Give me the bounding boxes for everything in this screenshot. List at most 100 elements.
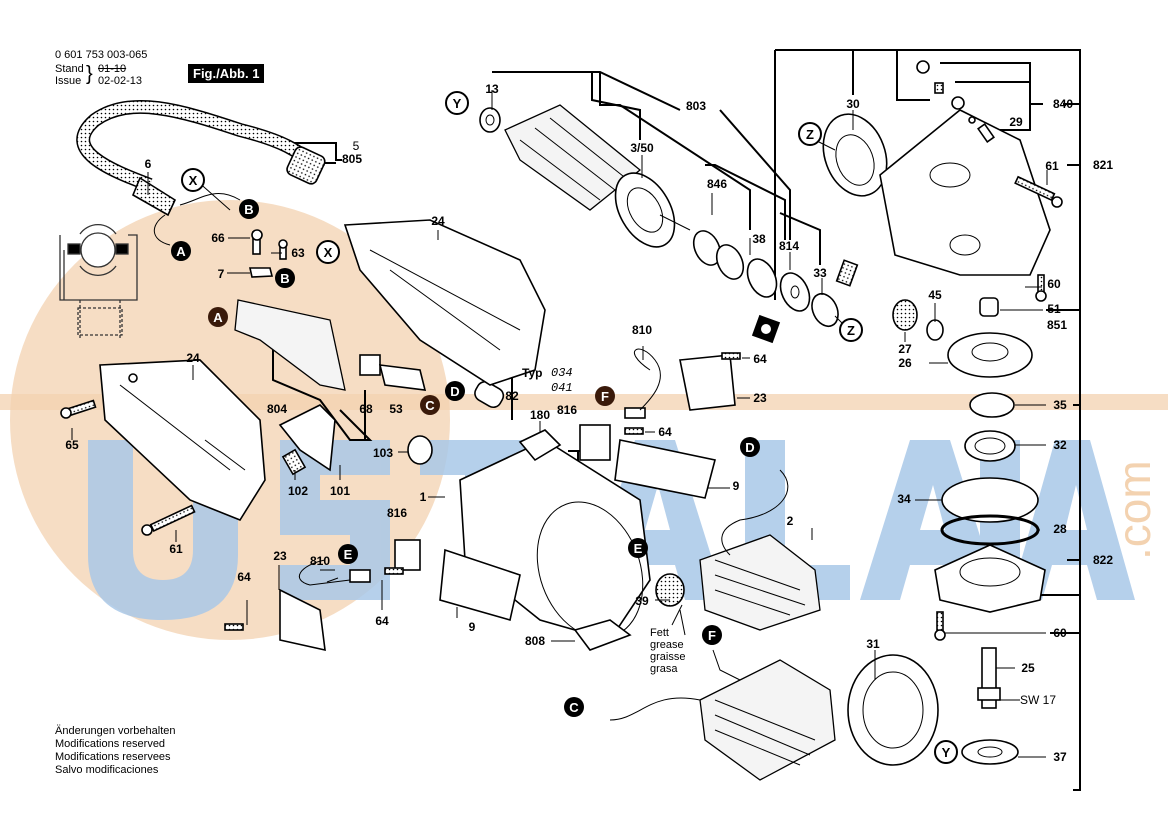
label-804: 804 <box>267 402 287 416</box>
switch-assembly <box>234 229 505 476</box>
bracket-821-822 <box>775 49 1081 560</box>
label-808: 808 <box>525 634 545 648</box>
callout-C-lower: C <box>564 697 584 717</box>
cover-23-upper <box>679 354 736 411</box>
grease-arrow-icon <box>671 604 683 626</box>
bearing-set <box>692 230 859 344</box>
callout-C-switch: C <box>420 395 440 415</box>
spindle-stack <box>847 392 1046 766</box>
footer-notes: Änderungen vorbehalten Modifications res… <box>55 725 175 777</box>
svg-text:D: D <box>450 384 459 399</box>
svg-text:F: F <box>708 628 716 643</box>
label-64-upper: 64 <box>753 352 767 366</box>
callout-E-housing: E <box>628 538 648 558</box>
watermark-suffix: .com <box>1108 460 1160 560</box>
brush-holder-816 <box>579 424 611 461</box>
callout-A-switch: A <box>208 307 228 327</box>
svg-text:F: F <box>601 389 609 404</box>
label-851: 851 <box>1047 318 1067 332</box>
bevel-gear-30 <box>822 113 888 197</box>
label-9-upper: 9 <box>733 479 740 493</box>
label-65: 65 <box>65 438 79 452</box>
svg-text:B: B <box>244 202 253 217</box>
spring-102 <box>281 448 307 476</box>
label-61-bottom: 61 <box>169 542 183 556</box>
bushing-39 <box>655 573 685 607</box>
typ-value-2: 041 <box>551 381 573 395</box>
svg-text:A: A <box>176 244 186 259</box>
svg-text:Z: Z <box>806 127 814 142</box>
plate-180 <box>518 429 562 462</box>
flange-822 <box>934 544 1046 613</box>
issue-label: Issue <box>55 75 82 87</box>
label-66: 66 <box>211 231 225 245</box>
grease-note: Fett grease graisse grasa <box>650 604 685 675</box>
label-814: 814 <box>779 239 799 253</box>
flange-37 <box>961 739 1019 765</box>
label-846: 846 <box>707 177 727 191</box>
grease-line-4: grasa <box>650 663 678 675</box>
label-102: 102 <box>288 484 308 498</box>
callout-Z-bearing: Z <box>839 318 863 342</box>
switch-lever <box>278 404 336 472</box>
grease-line-1: Fett <box>650 627 669 639</box>
stand-value: 01-10 <box>98 63 127 75</box>
callout-B-cord: B <box>239 199 259 219</box>
part-7 <box>249 267 274 278</box>
label-3-50: 3/50 <box>630 141 654 155</box>
label-sw17: SW 17 <box>1020 693 1056 707</box>
field-coil-lower <box>699 659 836 781</box>
footer-line-es: Salvo modificaciones <box>55 764 159 776</box>
wiring-schematic <box>59 224 138 340</box>
grease-line-3: graisse <box>650 651 685 663</box>
callout-X-handle: X <box>316 240 340 264</box>
leader-lines <box>71 90 1048 758</box>
label-64-lower-mid: 64 <box>375 614 389 628</box>
label-35: 35 <box>1053 398 1067 412</box>
label-27: 27 <box>898 342 912 356</box>
label-33: 33 <box>813 266 827 280</box>
brush-holder-816-lower <box>394 539 421 571</box>
typ-label: Typ <box>522 366 542 380</box>
guard-31 <box>847 654 939 766</box>
label-23-lower: 23 <box>273 549 287 563</box>
svg-text:C: C <box>569 700 579 715</box>
label-30: 30 <box>846 97 860 111</box>
label-68: 68 <box>359 402 373 416</box>
footer-line-fr: Modifications reservees <box>55 751 171 763</box>
field-coil-upper <box>699 534 821 631</box>
label-32: 32 <box>1053 438 1067 452</box>
callouts: X X B B A A D C F D E E F C Y Y Z Z <box>171 91 958 764</box>
callout-B-switch: B <box>275 268 295 288</box>
callout-A-cord: A <box>171 241 191 261</box>
svg-text:C: C <box>425 398 435 413</box>
plate-9-lower <box>439 548 521 622</box>
gear-housing <box>822 60 1063 378</box>
label-5: 5 <box>353 139 360 153</box>
plate-9-upper <box>614 439 716 499</box>
brace-icon: } <box>86 63 93 85</box>
watermark-orange-band <box>0 394 1168 410</box>
label-101: 101 <box>330 484 350 498</box>
label-7: 7 <box>218 267 225 281</box>
crown-gear-26 <box>947 332 1033 378</box>
label-64-lower-left: 64 <box>237 570 251 584</box>
bearing-13 <box>479 107 501 133</box>
label-29: 29 <box>1009 115 1023 129</box>
label-24-upper: 24 <box>431 214 445 228</box>
svg-text:B: B <box>280 271 289 286</box>
part-number: 0 601 753 003-065 <box>55 49 148 61</box>
label-24-lower: 24 <box>186 351 200 365</box>
label-37: 37 <box>1053 750 1067 764</box>
grease-line-2: grease <box>650 639 684 651</box>
label-13: 13 <box>485 82 499 96</box>
handle-lower <box>99 359 266 521</box>
label-53: 53 <box>389 402 403 416</box>
power-cord <box>76 99 326 246</box>
handle-upper <box>343 219 546 386</box>
label-28: 28 <box>1053 522 1067 536</box>
svg-text:Y: Y <box>942 745 951 760</box>
figure-label: Fig./Abb. 1 <box>188 64 265 83</box>
